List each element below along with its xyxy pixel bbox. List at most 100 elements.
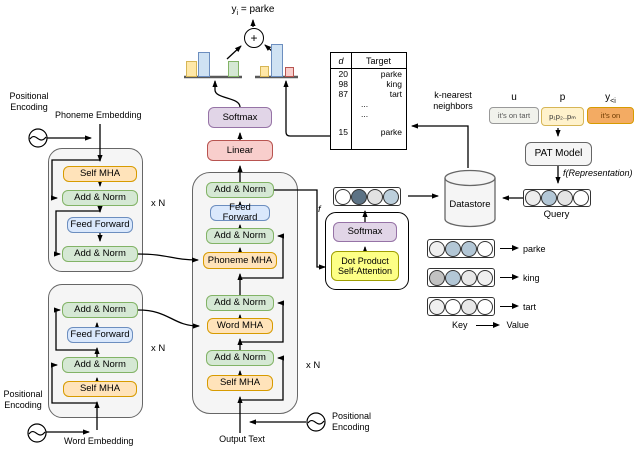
legend-arrow-icon	[500, 245, 519, 251]
probability-bar	[198, 52, 210, 77]
distance-cell: 98	[338, 79, 348, 89]
dot-product-self-attention-box: Dot Product Self-Attention	[331, 251, 399, 281]
p-input-box: p₁p₂..pₘ	[541, 107, 584, 126]
phoneme-repeat-label: x N	[151, 198, 166, 209]
legend-arrow-icon	[500, 274, 519, 280]
column-d: d	[338, 55, 344, 66]
phoneme-self-mha: Self MHA	[63, 166, 137, 182]
model-distribution-chart	[184, 40, 242, 77]
knn-neighbors-table: d Target 20 parke 98 king 87 tart...... 15 park…	[330, 52, 407, 150]
target-cell: tart	[389, 89, 402, 99]
key-value-caption: Key Value	[452, 320, 529, 330]
p-label: p	[559, 92, 566, 103]
output-equals-word: = parke	[238, 4, 275, 15]
word-positional-encoding-label: Positional Encoding	[3, 389, 43, 410]
query-label: Query	[543, 209, 570, 220]
table-row: 15 parke	[331, 127, 406, 137]
legend-value-label: king	[523, 272, 540, 283]
u-input-box: it's on tart	[489, 107, 539, 124]
representation-vector	[333, 187, 401, 206]
word-add-norm-2: Add & Norm	[62, 357, 138, 373]
table-row: 20 parke	[331, 69, 406, 79]
datastore-label: Datastore	[449, 199, 491, 210]
key-vector	[427, 268, 495, 287]
vector-cell	[351, 188, 367, 205]
vector-cell	[429, 269, 445, 286]
vector-cell	[335, 188, 351, 205]
distance-cell: 87	[338, 89, 348, 99]
f-representation-label: f(Representation)	[563, 168, 633, 178]
vector-cell	[557, 190, 573, 206]
pat-model-box: PAT Model	[525, 142, 592, 166]
key-value-legend: parke king tart	[427, 239, 546, 326]
decoder-add-norm-1: Add & Norm	[206, 182, 274, 198]
key-vector	[427, 239, 495, 258]
phoneme-feed-forward: Feed Forward	[67, 217, 133, 233]
u-text: it's on tart	[497, 111, 531, 120]
word-repeat-label: x N	[151, 343, 166, 354]
y-base: y	[605, 92, 611, 103]
word-embedding-label: Word Embedding	[64, 436, 134, 446]
phoneme-embedding-label: Phoneme Embedding	[55, 110, 142, 120]
linear-box: Linear	[207, 140, 273, 161]
word-feed-forward: Feed Forward	[67, 327, 133, 343]
legend-row: king	[427, 268, 546, 287]
datastore-cylinder	[444, 169, 496, 228]
legend-value-label: parke	[523, 243, 546, 254]
table-row: ...	[331, 99, 406, 109]
distance-cell	[331, 99, 351, 109]
decoder-feed-forward: Feed Forward	[210, 203, 270, 223]
vector-cell	[541, 190, 557, 206]
vector-cell	[461, 240, 477, 257]
decoder-phoneme-mha: Phoneme MHA	[203, 252, 277, 269]
key-value-arrow-icon	[475, 321, 500, 328]
table-row: ...	[331, 109, 406, 119]
output-y: y	[231, 4, 237, 15]
distance-cell: 15	[338, 127, 348, 137]
decoder-repeat-label: x N	[306, 360, 321, 371]
vector-cell	[445, 269, 461, 286]
target-cell: parke	[380, 127, 402, 137]
legend-row: tart	[427, 297, 546, 316]
table-divider	[351, 53, 352, 149]
table-rows: 20 parke 98 king 87 tart...... 15 parke	[331, 69, 406, 137]
interpolation-plus-icon: +	[244, 28, 264, 48]
probability-bar	[186, 61, 197, 77]
probability-bar	[271, 44, 283, 77]
vector-cell	[477, 298, 493, 315]
distance-cell: 20	[338, 69, 348, 79]
vector-cell	[429, 298, 445, 315]
column-target: Target	[365, 55, 391, 66]
vector-cell	[367, 188, 383, 205]
probability-bar	[285, 67, 294, 77]
target-cell: ...	[361, 109, 369, 119]
distance-cell	[331, 109, 351, 119]
target-cell: ...	[361, 99, 369, 109]
probability-bar	[260, 66, 269, 77]
vector-cell	[525, 190, 541, 206]
vector-cell	[573, 190, 589, 206]
target-cell: king	[386, 79, 402, 89]
output-y-sub: i	[236, 10, 239, 17]
decoder-word-mha: Word MHA	[207, 318, 273, 334]
vector-cell	[429, 240, 445, 257]
k-nearest-neighbors-label: k-nearest neighbors	[433, 90, 473, 111]
vector-cell	[477, 269, 493, 286]
y-sub: <i	[610, 98, 616, 105]
vector-cell	[461, 269, 477, 286]
query-vector	[523, 189, 591, 207]
table-header: d Target	[331, 53, 406, 69]
target-cell: parke	[380, 69, 402, 79]
decoder-add-norm-2: Add & Norm	[206, 228, 274, 244]
vector-cell	[383, 188, 399, 205]
table-row: 87 tart	[331, 89, 406, 99]
knn-distribution-chart	[257, 40, 299, 77]
plus-sign: +	[250, 31, 258, 45]
positional-encoding-icon	[27, 128, 326, 443]
word-add-norm-1: Add & Norm	[62, 302, 138, 318]
softmax-box: Softmax	[208, 107, 272, 128]
vector-cell	[477, 240, 493, 257]
f-label: f	[318, 204, 321, 215]
phoneme-positional-encoding-label: Positional Encoding	[9, 91, 49, 112]
